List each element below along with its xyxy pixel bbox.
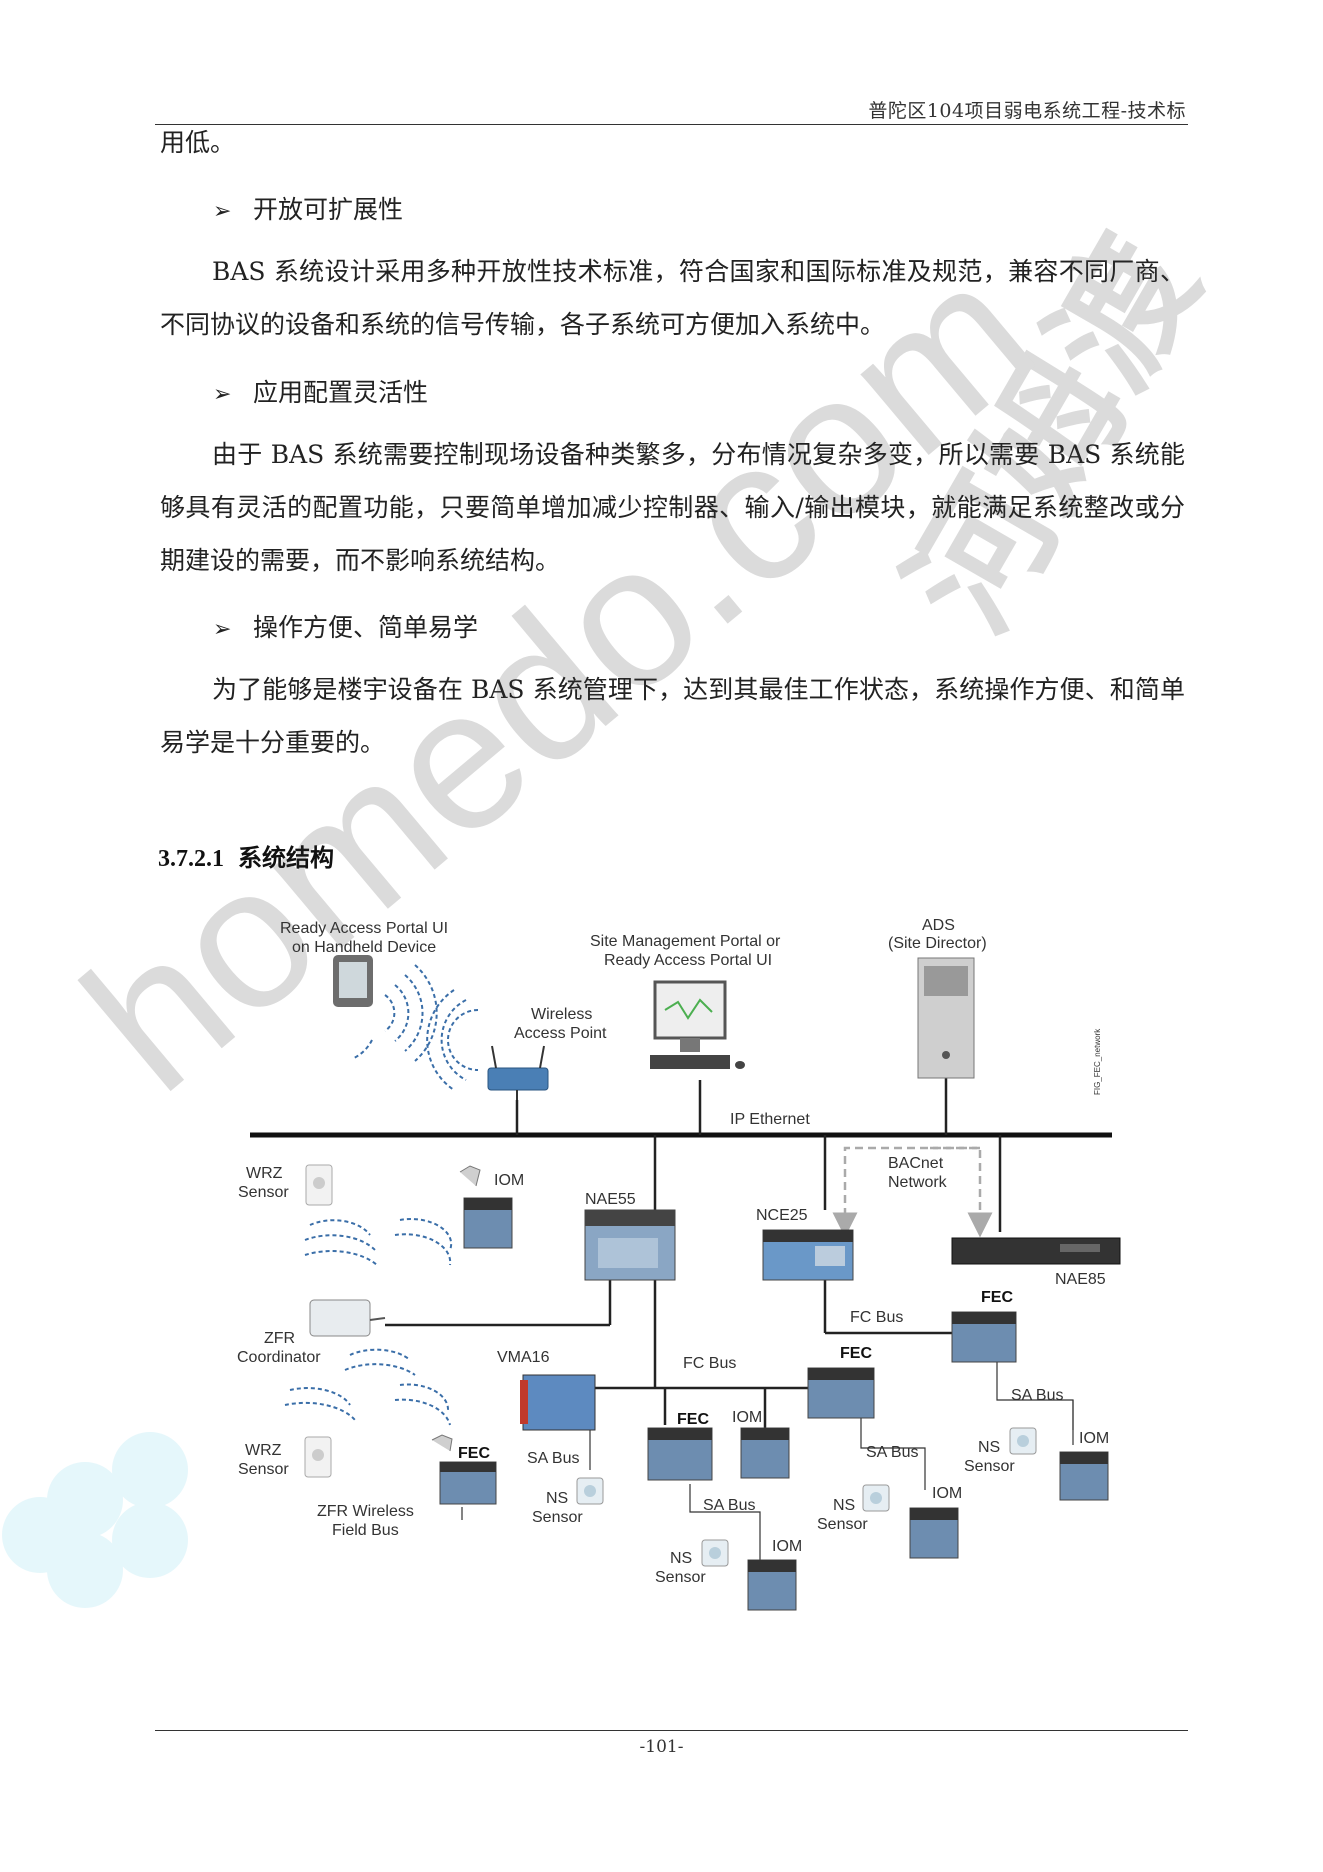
ns-bottom-label-2: Sensor (655, 1569, 706, 1586)
nae85-label: NAE85 (1055, 1271, 1106, 1288)
ns-right-label-1: NS (978, 1439, 1000, 1456)
figure-id: FIG_FEC_network (1093, 1028, 1102, 1095)
iom-right-label: IOM (1079, 1430, 1109, 1447)
ns-center-label-2: Sensor (817, 1516, 868, 1533)
wireless-waves-icon (426, 989, 479, 1091)
bullet-label: 应用配置灵活性 (253, 378, 429, 407)
fec-controller-icon (647, 1427, 713, 1481)
vma16-controller-icon (520, 1374, 596, 1431)
fec-left-label: FEC (458, 1445, 490, 1462)
workstation-monitor-icon (650, 980, 745, 1069)
ns-sensor-icon (701, 1539, 729, 1567)
zfr-label-2: Coordinator (237, 1349, 321, 1366)
vma16-label: VMA16 (497, 1349, 550, 1366)
wap-label-1: Wireless (531, 1006, 592, 1023)
nae55-label: NAE55 (585, 1191, 636, 1208)
ip-ethernet-label: IP Ethernet (730, 1111, 810, 1128)
wireless-access-point-icon (487, 1045, 549, 1100)
bullet-item: ➢ 开放可扩展性 (213, 190, 403, 226)
paragraph: 为了能够是楼宇设备在 BAS 系统管理下，达到其最佳工作状态，系统操作方便、和简… (160, 675, 1185, 757)
fc-bus-right-label: FC Bus (850, 1309, 903, 1326)
fec-right-label: FEC (981, 1289, 1013, 1306)
wrz-sensor-icon (305, 1164, 333, 1206)
iom-sensor-icon (459, 1165, 481, 1187)
wap-label-2: Access Point (514, 1025, 607, 1042)
fec-center-label: FEC (840, 1345, 872, 1362)
nae85-rack-server-icon (951, 1237, 1121, 1265)
sa-bus-right-label: SA Bus (1011, 1387, 1063, 1404)
zfr-bus-label-1: ZFR Wireless (317, 1503, 414, 1520)
fec-controller-icon (807, 1367, 875, 1419)
iom-module-icon (463, 1197, 513, 1249)
iom-mid-label: IOM (732, 1409, 762, 1426)
iom-module-icon (740, 1427, 790, 1479)
bacnet-label-1: BACnet (888, 1155, 944, 1172)
handheld-label-2: on Handheld Device (292, 939, 436, 956)
fc-bus-mid-label: FC Bus (683, 1355, 736, 1372)
ns-vma-label-1: NS (546, 1490, 568, 1507)
header-rule (155, 124, 1188, 125)
wireless-waves-icon (353, 964, 438, 1062)
arrow-bullet-icon: ➢ (213, 382, 232, 407)
bullet-item: ➢ 操作方便、简单易学 (213, 608, 478, 644)
wireless-waves-icon (284, 1348, 451, 1426)
section-heading: 3.7.2.1 系统结构 (158, 838, 334, 873)
wrz-bottom-label-1: WRZ (245, 1442, 282, 1459)
sa-bus-bottom-label: SA Bus (703, 1497, 755, 1514)
ads-server-tower-icon (917, 957, 975, 1079)
iom-module-icon (1059, 1451, 1109, 1501)
iom-module-icon (909, 1507, 959, 1559)
zfr-coordinator-icon (309, 1299, 386, 1337)
nce25-controller-icon (762, 1229, 854, 1281)
bullet-label: 操作方便、简单易学 (253, 613, 479, 642)
arrow-bullet-icon: ➢ (213, 199, 232, 224)
ns-sensor-icon (862, 1484, 890, 1512)
nce25-label: NCE25 (756, 1207, 808, 1224)
ads-label-1: ADS (922, 917, 955, 934)
fec-controller-icon (951, 1311, 1017, 1363)
zfr-label-1: ZFR (264, 1330, 295, 1347)
bullet-item: ➢ 应用配置灵活性 (213, 373, 428, 409)
wrz-top-label-1: WRZ (246, 1165, 283, 1182)
footer-rule (155, 1730, 1188, 1731)
sa-bus-vma-label: SA Bus (527, 1450, 579, 1467)
handheld-device-icon (333, 955, 373, 1007)
site-mgmt-label-2: Ready Access Portal UI (604, 952, 772, 969)
ns-sensor-icon (1009, 1427, 1037, 1455)
bullet-label: 开放可扩展性 (253, 195, 404, 224)
ns-vma-label-2: Sensor (532, 1509, 583, 1526)
fec-mid-label: FEC (677, 1411, 709, 1428)
section-number: 3.7.2.1 (158, 846, 224, 872)
iom-center-label: IOM (932, 1485, 962, 1502)
fec-sensor-icon (431, 1434, 453, 1452)
wireless-waves-icon (304, 1218, 453, 1266)
page-number: -101- (639, 1737, 684, 1757)
nae55-controller-icon (584, 1209, 676, 1281)
paragraph-continuation: 用低。 (160, 128, 236, 157)
iom-module-icon (747, 1559, 797, 1611)
ns-center-label-1: NS (833, 1497, 855, 1514)
wrz-top-label-2: Sensor (238, 1184, 289, 1201)
ads-label-2: (Site Director) (888, 935, 987, 952)
zfr-bus-label-2: Field Bus (332, 1522, 399, 1539)
paragraph: 由于 BAS 系统需要控制现场设备种类繁多，分布情况复杂多变，所以需要 BAS … (160, 440, 1185, 575)
arrow-bullet-icon: ➢ (213, 617, 232, 642)
section-title: 系统结构 (238, 843, 334, 872)
ns-sensor-icon (576, 1477, 604, 1505)
paragraph: BAS 系统设计采用多种开放性技术标准，符合国家和国际标准及规范，兼容不同厂商、… (160, 257, 1185, 339)
sa-bus-center-label: SA Bus (866, 1444, 918, 1461)
ns-right-label-2: Sensor (964, 1458, 1015, 1475)
bacnet-label-2: Network (888, 1174, 948, 1191)
wrz-bottom-label-2: Sensor (238, 1461, 289, 1478)
ns-bottom-label-1: NS (670, 1550, 692, 1567)
handheld-label-1: Ready Access Portal UI (280, 920, 448, 937)
iom-top-label: IOM (494, 1172, 524, 1189)
iom-bottom-label: IOM (772, 1538, 802, 1555)
fec-controller-icon (439, 1461, 497, 1505)
site-mgmt-label-1: Site Management Portal or (590, 933, 781, 950)
running-header: 普陀区104项目弱电系统工程-技术标 (868, 100, 1186, 122)
wrz-sensor-icon (304, 1436, 332, 1478)
